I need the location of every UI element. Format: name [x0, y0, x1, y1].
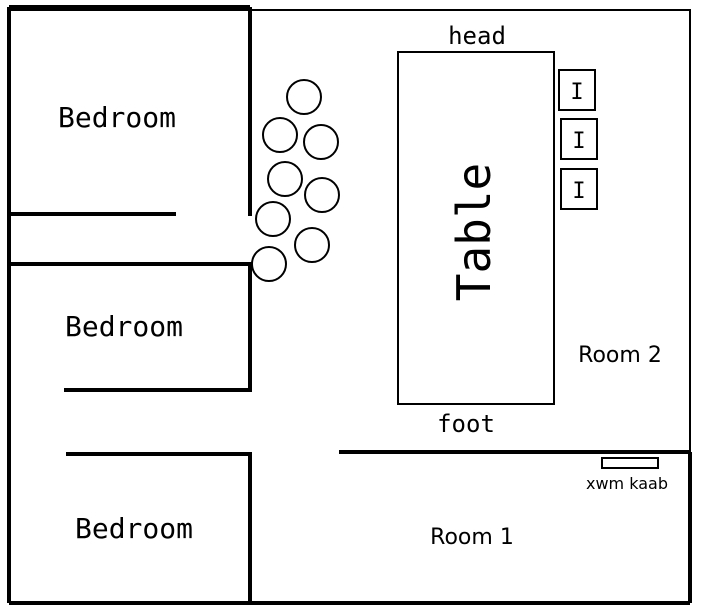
- circle: [262, 117, 298, 153]
- circle: [304, 177, 340, 213]
- chair-3-label: I: [572, 179, 585, 204]
- bedroom-middle-label: Bedroom: [65, 310, 183, 343]
- chair-3: [560, 168, 598, 210]
- circle: [251, 246, 287, 282]
- chair-2: [560, 118, 598, 160]
- circle: [294, 227, 330, 263]
- fixture-label: xwm kaab: [586, 474, 668, 493]
- bedroom-top-label: Bedroom: [58, 101, 176, 134]
- chair-2-label: I: [572, 129, 585, 154]
- table-foot-label: foot: [437, 410, 495, 438]
- room-1-label: Room 1: [430, 525, 514, 550]
- chair-1-label: I: [570, 80, 583, 105]
- table: [397, 51, 555, 405]
- room-2-label: Room 2: [578, 343, 662, 368]
- table-head-label: head: [448, 22, 506, 50]
- circle-cluster: [251, 79, 340, 282]
- fixture: [601, 457, 659, 469]
- bedroom-bottom-label: Bedroom: [75, 512, 193, 545]
- circle: [267, 161, 303, 197]
- circle: [255, 201, 291, 237]
- circle: [286, 79, 322, 115]
- table-label: Table: [447, 163, 501, 301]
- chair-1: [558, 69, 596, 111]
- circle: [303, 124, 339, 160]
